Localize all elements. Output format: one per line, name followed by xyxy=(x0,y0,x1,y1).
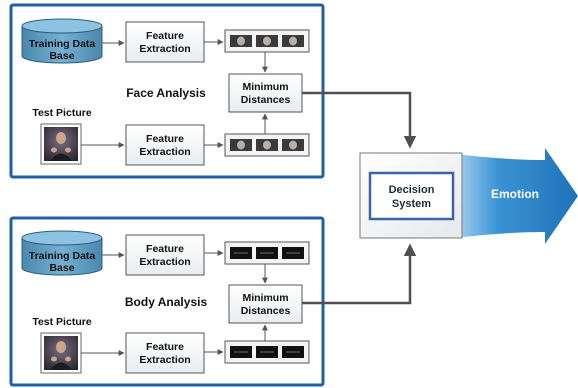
face-test-picture-label: Test Picture xyxy=(32,107,91,119)
body-feature-extraction-top: Feature Extraction xyxy=(125,234,205,276)
face-feature-extraction-top: Feature Extraction xyxy=(125,21,205,63)
emotion-label: Emotion xyxy=(491,187,539,201)
decision-connectors xyxy=(302,91,417,305)
body-fe-top-line1: Feature xyxy=(146,243,184,255)
face-md-line1: Minimum xyxy=(242,81,288,93)
body-md-line2: Distances xyxy=(241,305,291,317)
face-training-database: Training Data Base xyxy=(21,18,103,64)
decision-label-line2: System xyxy=(392,198,431,210)
face-fe-bottom-line1: Feature xyxy=(146,133,184,145)
body-fe-bottom-line2: Extraction xyxy=(139,354,190,366)
face-fe-bottom-line2: Extraction xyxy=(139,146,190,158)
body-feature-strip-top xyxy=(224,241,310,265)
face-panel-title: Face Analysis xyxy=(126,86,206,100)
body-training-database: Training Data Base xyxy=(21,230,103,276)
face-minimum-distances: Minimum Distances xyxy=(228,73,303,113)
face-database-label-line2: Base xyxy=(49,50,74,62)
face-feature-strip-top xyxy=(224,29,310,53)
body-test-picture-label: Test Picture xyxy=(32,316,91,328)
decision-label-line1: Decision xyxy=(389,184,435,196)
face-test-picture xyxy=(40,123,82,165)
face-fe-top-line2: Extraction xyxy=(139,43,190,55)
face-feature-extraction-bottom: Feature Extraction xyxy=(125,124,205,166)
body-panel-title: Body Analysis xyxy=(125,295,208,309)
face-connectors xyxy=(81,39,268,148)
face-database-label-line1: Training Data xyxy=(29,38,96,50)
body-test-picture xyxy=(40,332,82,374)
body-analysis-panel: Training Data Base Feature Extraction Bo… xyxy=(9,216,325,387)
body-feature-strip-bottom xyxy=(224,340,310,364)
body-database-label-line1: Training Data xyxy=(29,250,96,262)
face-fe-top-line1: Feature xyxy=(146,30,184,42)
body-connectors xyxy=(81,250,268,356)
body-minimum-distances: Minimum Distances xyxy=(228,284,303,324)
body-feature-extraction-bottom: Feature Extraction xyxy=(125,332,205,374)
face-analysis-panel: Training Data Base Feature Extraction Fa… xyxy=(9,3,325,179)
decision-system: Decision System xyxy=(359,152,463,239)
face-md-line2: Distances xyxy=(241,94,291,106)
body-database-label-line2: Base xyxy=(49,262,74,274)
body-md-line1: Minimum xyxy=(242,292,288,304)
face-feature-strip-bottom xyxy=(224,133,310,157)
body-fe-top-line2: Extraction xyxy=(139,256,190,268)
body-fe-bottom-line1: Feature xyxy=(146,341,184,353)
emotion-output-arrow: Emotion xyxy=(455,148,578,244)
